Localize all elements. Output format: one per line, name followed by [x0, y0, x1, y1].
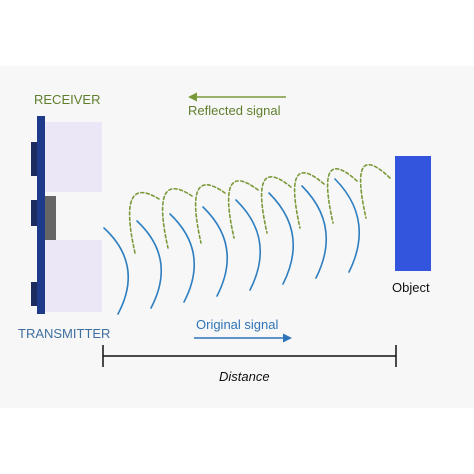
sensor-crystal: [44, 196, 56, 240]
original-signal-label: Original signal: [196, 317, 279, 332]
reflected-signal-arc: [161, 187, 193, 249]
receiver-module: [44, 122, 102, 192]
sensor-board: [37, 116, 45, 314]
object-label: Object: [392, 280, 430, 295]
transmitter-module: [44, 240, 102, 312]
original-signal-arc: [103, 227, 129, 315]
original-signal-arc: [301, 185, 327, 279]
board-pin-middle: [31, 200, 37, 226]
reflected-signal-arc: [293, 172, 325, 229]
reflected-signal-arc: [128, 191, 160, 254]
reflected-signal-label: Reflected signal: [188, 103, 281, 118]
original-signal-arc: [169, 213, 195, 303]
reflected-signal-arc: [260, 176, 292, 234]
reflected-signal-arc: [359, 163, 391, 219]
reflected-signal-arc: [227, 180, 259, 239]
reflected-signal-waves: [128, 163, 391, 254]
original-signal-arc: [202, 206, 228, 297]
receiver-label: RECEIVER: [34, 92, 101, 107]
distance-label: Distance: [219, 369, 270, 384]
reflected-signal-arc: [326, 168, 358, 224]
original-signal-waves: [103, 178, 360, 315]
original-signal-arc: [334, 178, 360, 273]
original-signal-arc: [235, 199, 261, 291]
original-signal-arc: [136, 220, 162, 309]
transmitter-label: TRANSMITTER: [18, 326, 111, 341]
original-arrow-head: [283, 333, 292, 343]
board-pin-lower: [31, 282, 37, 306]
original-signal-arc: [268, 192, 294, 285]
board-pin-upper: [31, 142, 37, 176]
reflected-signal-arc: [194, 184, 226, 244]
reflected-arrow-head: [188, 92, 197, 102]
object-block: [395, 156, 431, 271]
